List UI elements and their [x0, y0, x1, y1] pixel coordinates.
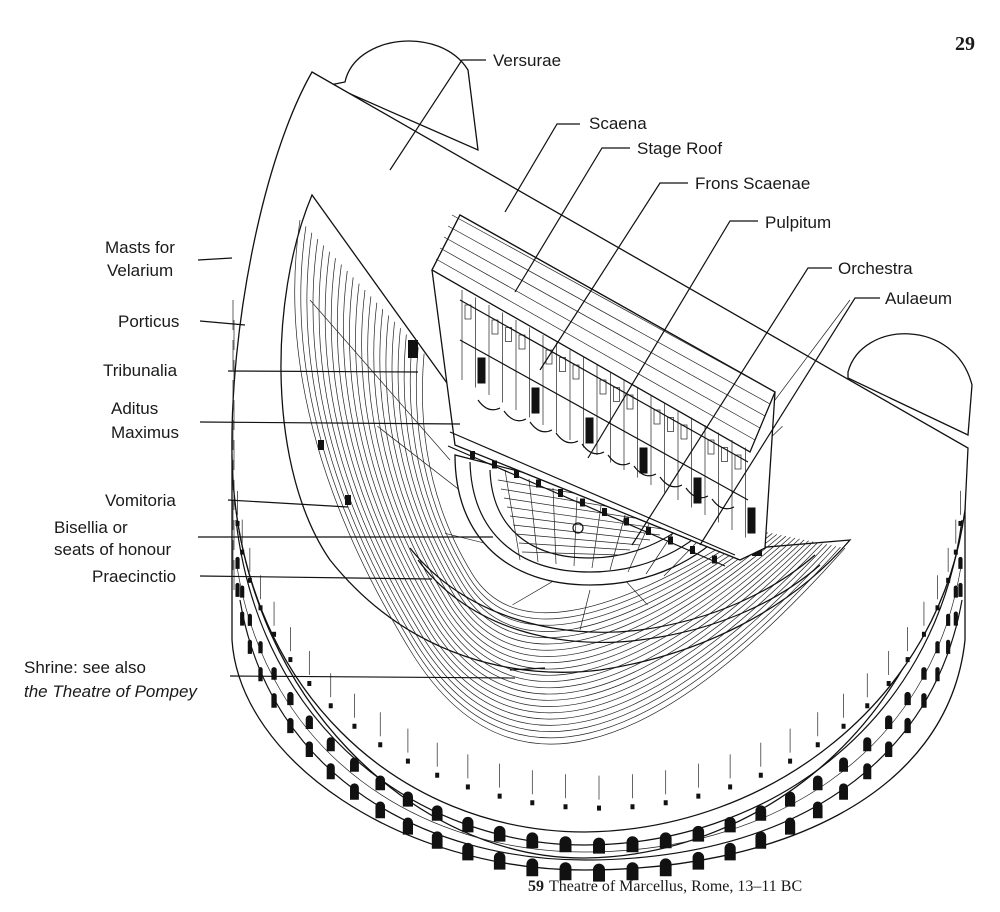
leader-aditus — [199, 421, 461, 425]
facade-arches-upper — [235, 556, 963, 854]
praecinctio-band — [417, 559, 821, 643]
label-shrine-line1: Shrine: see also — [24, 658, 146, 677]
label-praecinctio: Praecinctio — [92, 567, 176, 586]
orchestra-ring-1 — [469, 461, 713, 573]
caption-text: Theatre of Marcellus, Rome, 13–11 BC — [549, 878, 802, 895]
label-stage-roof: Stage Roof — [637, 139, 722, 158]
label-shrine-line1-b: see also — [83, 658, 146, 677]
label-shrine-line2: the Theatre of Pompey — [24, 682, 198, 701]
stage-roof-lines — [435, 214, 776, 441]
label-tribunalia: Tribunalia — [103, 361, 178, 380]
pulpitum-niches — [470, 451, 717, 564]
leader-lines — [197, 59, 880, 679]
theatre-drawing — [231, 40, 973, 882]
label-aditus-line2: Maximus — [111, 423, 179, 442]
leader-vomitoria — [227, 499, 349, 508]
label-versurae: Versurae — [493, 51, 561, 70]
label-masts-line2: Velarium — [107, 261, 173, 280]
versurae-tower-right — [847, 333, 973, 436]
caption: 59 Theatre of Marcellus, Rome, 13–11 BC — [528, 878, 802, 895]
versurae-tower-left — [327, 40, 479, 152]
cavea-seating-rows — [294, 219, 851, 745]
facade-cornice-3 — [235, 559, 963, 853]
label-bisellia-line2: seats of honour — [54, 540, 172, 559]
leader-pulpitum — [587, 220, 758, 459]
aulaeum-curtain — [477, 399, 735, 510]
leader-scaena — [504, 123, 580, 213]
shrine-mark — [509, 667, 546, 671]
label-vomitoria: Vomitoria — [105, 491, 176, 510]
leader-praecinctio — [199, 575, 433, 580]
orchestra-altar — [572, 522, 584, 534]
orchestra-ring-2 — [489, 469, 696, 559]
leader-orchestra — [631, 267, 832, 546]
leader-frons-scaenae — [539, 182, 688, 371]
cavea — [280, 193, 852, 673]
facade-cornice-1 — [235, 519, 963, 846]
label-bisellia-line1: Bisellia or — [54, 518, 128, 537]
label-porticus: Porticus — [118, 312, 179, 331]
leader-versurae — [389, 59, 486, 171]
facade-arches-lower — [235, 582, 963, 882]
leader-porticus — [199, 320, 246, 326]
velarium-masts — [232, 300, 963, 811]
orchestra-floor — [454, 454, 732, 586]
praecinctio-band-inner — [409, 547, 816, 633]
leader-stage-roof — [514, 147, 630, 293]
label-aditus-line1: Aditus — [111, 399, 158, 418]
label-pulpitum: Pulpitum — [765, 213, 831, 232]
label-masts-line1: Masts for — [105, 238, 175, 257]
caption-number: 59 — [528, 878, 544, 895]
leader-aulaeum — [699, 297, 880, 546]
pulpitum-edge — [449, 431, 736, 556]
label-aulaeum: Aulaeum — [885, 289, 952, 308]
frons-scaenae-columns — [459, 290, 756, 538]
page-number: 29 — [955, 33, 975, 55]
leader-shrine — [229, 675, 516, 679]
label-orchestra: Orchestra — [838, 259, 913, 278]
label-frons-scaenae: Frons Scaenae — [695, 174, 810, 193]
leader-masts — [197, 257, 233, 261]
label-shrine-line1-a: Shrine: — [24, 658, 83, 677]
label-scaena: Scaena — [589, 114, 647, 133]
leader-tribunalia — [227, 370, 419, 373]
